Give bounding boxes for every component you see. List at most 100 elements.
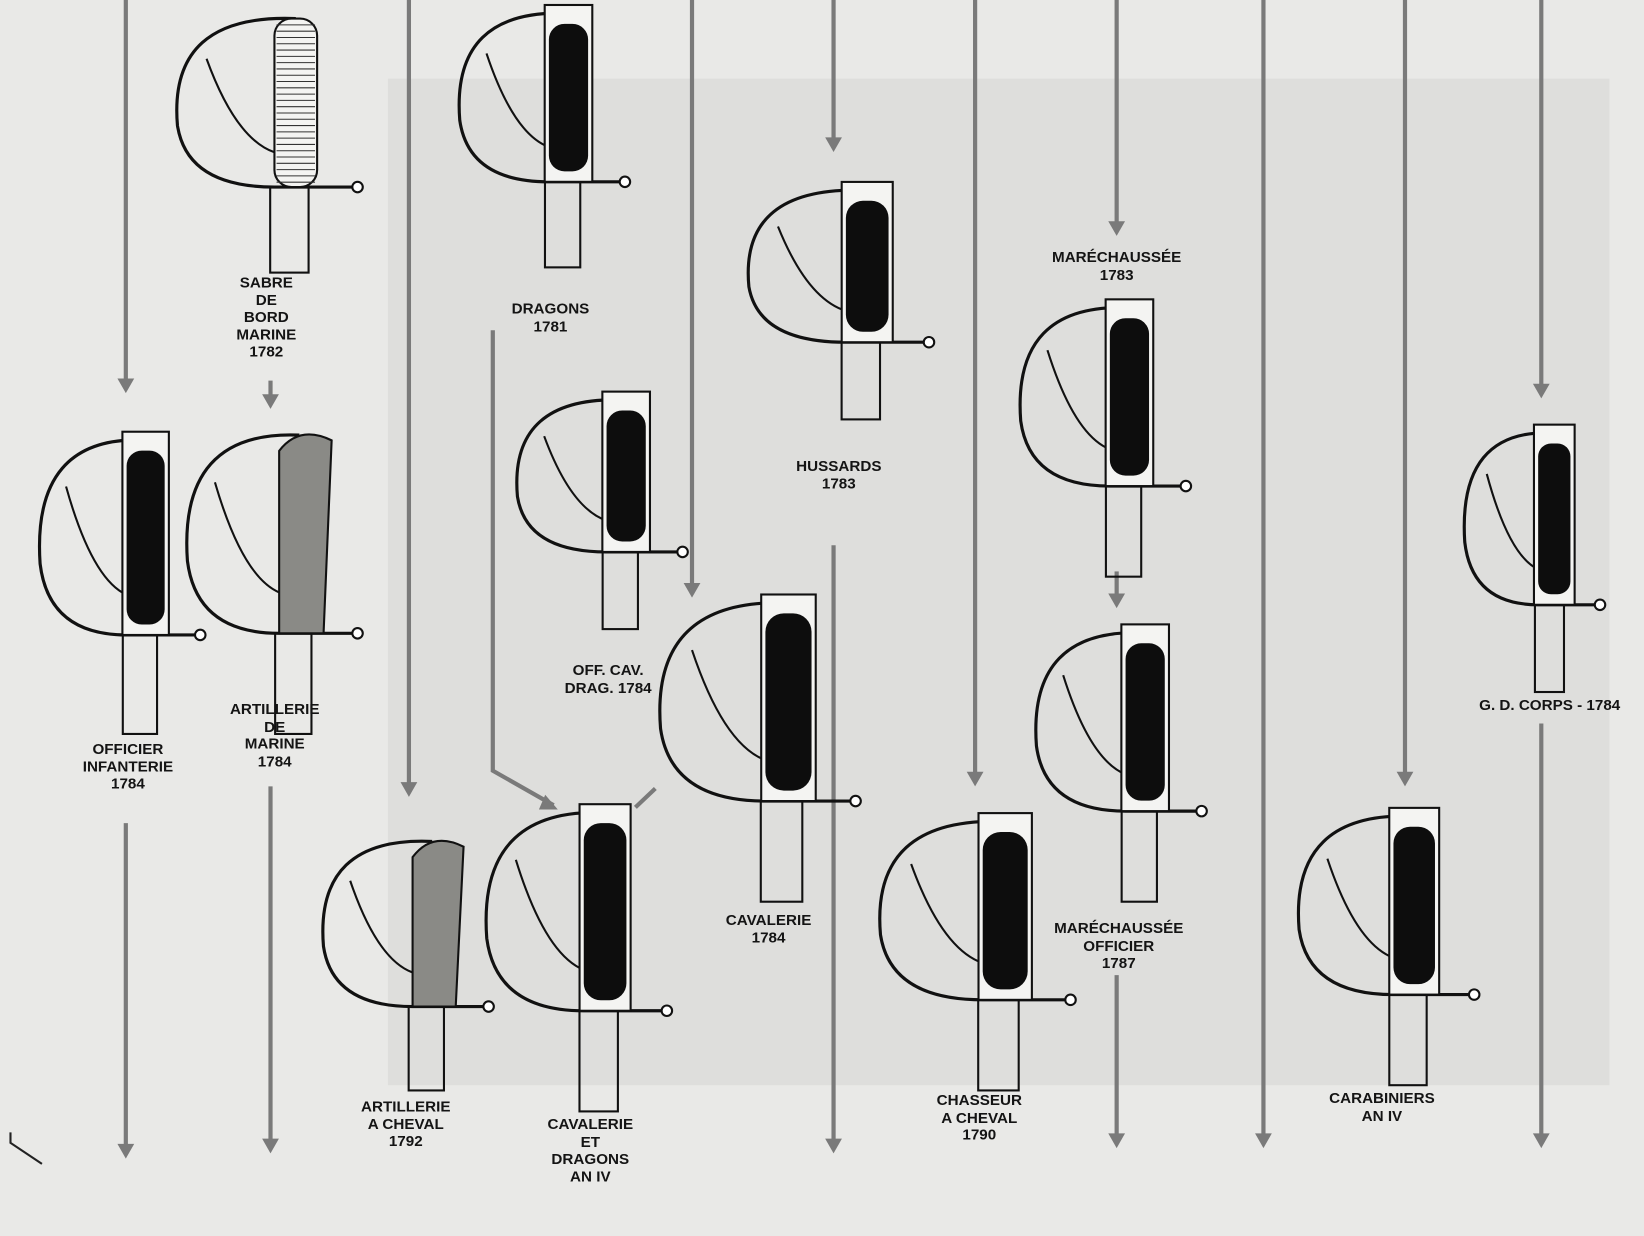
label-line: BORD [243,309,289,327]
label-line: DRAGONS [551,1151,630,1169]
arrow-head-icon [683,582,701,598]
label-line: DRAGONS [511,300,590,318]
quillon-finial [351,180,364,194]
label-line: 1783 [1099,266,1134,284]
label-line: DE [264,718,286,736]
quillon-finial [660,1004,674,1018]
knuckle-guard [1462,431,1605,607]
label-line: 1781 [533,318,568,335]
knuckle-guard [457,11,630,184]
quillon-finial [1467,988,1481,1001]
label-line: AN IV [570,1168,611,1186]
blade [1104,485,1143,578]
blade [759,800,804,903]
grip [982,831,1028,990]
blade [1533,603,1566,694]
quillon-finial [676,545,689,559]
guard-branch [485,53,550,149]
guard-branch [213,482,280,594]
arrow-head-icon [400,782,418,797]
arrow-line [490,330,555,808]
label-line: OFFICIER [92,741,164,759]
quillon-finial [849,794,862,808]
arrow-head-icon [1108,593,1126,609]
grip [845,200,889,332]
label-gd-corps: G. D. CORPS - 1784 [1479,697,1620,714]
hilt-marechaussee-1783 [1018,298,1193,578]
label-line: MARÉCHAUSSÉE [1052,249,1182,267]
arrow-head-icon [825,1138,842,1154]
label-line: SABRE [239,274,293,292]
hilt-off-cav-drag [515,390,689,631]
knuckle-guard [37,438,205,637]
arrow-head-icon [262,1138,279,1154]
label-line: HUSSARDS [796,458,882,475]
grip [548,23,589,172]
label-off-cav-drag: OFF. CAV.DRAG. 1784 [565,663,652,698]
blade [977,998,1020,1092]
grip [1393,826,1435,985]
arrow-head-icon [117,1143,135,1159]
grip [1125,643,1165,801]
knuckle-guard [321,839,493,1009]
knuckle-guard [1296,814,1479,997]
quillon-finial [922,335,936,349]
lion-head-grip [278,433,333,635]
knuckle-guard [878,819,1075,1002]
label-line: OFF. CAV. [572,662,644,680]
guide-arrows [9,0,1550,1165]
arrow-head-icon [1108,1133,1126,1149]
blade [407,1005,446,1092]
label-line: CAVALERIE [725,912,812,929]
quillon-finial [1593,598,1607,612]
hilt-cavalerie-1784 [658,593,862,903]
guard-branch [910,863,984,965]
knuckle-guard [1018,306,1191,488]
hilt-dragons [457,3,632,269]
blade [1120,810,1158,903]
blade [543,180,582,269]
guard-branch [1046,349,1111,451]
blade [578,1009,619,1113]
arrow-head-icon [966,771,984,787]
hilt-sabre-de-bord-marine [175,16,364,274]
arrow-head-icon [1108,221,1126,236]
guard-branch [65,486,128,596]
arrow-head-icon [262,394,279,409]
hilt-gd-corps [1462,423,1607,694]
guard-branch [543,435,607,522]
hilt-artillerie-de-marine [185,433,364,735]
label-line: 1790 [962,1127,997,1144]
knuckle-guard [1034,631,1206,813]
label-line: 1784 [257,753,292,771]
quillon-finial [351,627,364,640]
label-line: OFFICIER [1083,937,1155,955]
hilt-artillerie-a-cheval [321,839,495,1092]
blade [601,550,639,631]
arrow-head-icon [1255,1133,1272,1149]
label-line: CARABINIERS [1329,1090,1435,1108]
arrow-head-icon [1532,1133,1550,1149]
hilt-chasseur-a-cheval [878,812,1077,1092]
guard-branch [349,880,413,974]
quillon-finial [1179,479,1193,493]
arrow-line [633,786,657,809]
label-line: G. D. CORPS - 1784 [1479,697,1621,715]
blade [840,341,882,421]
hilt-officier-infanterie [37,430,207,735]
label-line: A CHEVAL [941,1109,1018,1127]
knuckle-guard [658,601,860,803]
hilt-marechaussee-officier [1034,623,1208,903]
label-line: CAVALERIE [547,1116,634,1134]
knuckle-guard [484,810,672,1013]
grip [765,613,812,791]
knuckle-guard [175,16,362,189]
